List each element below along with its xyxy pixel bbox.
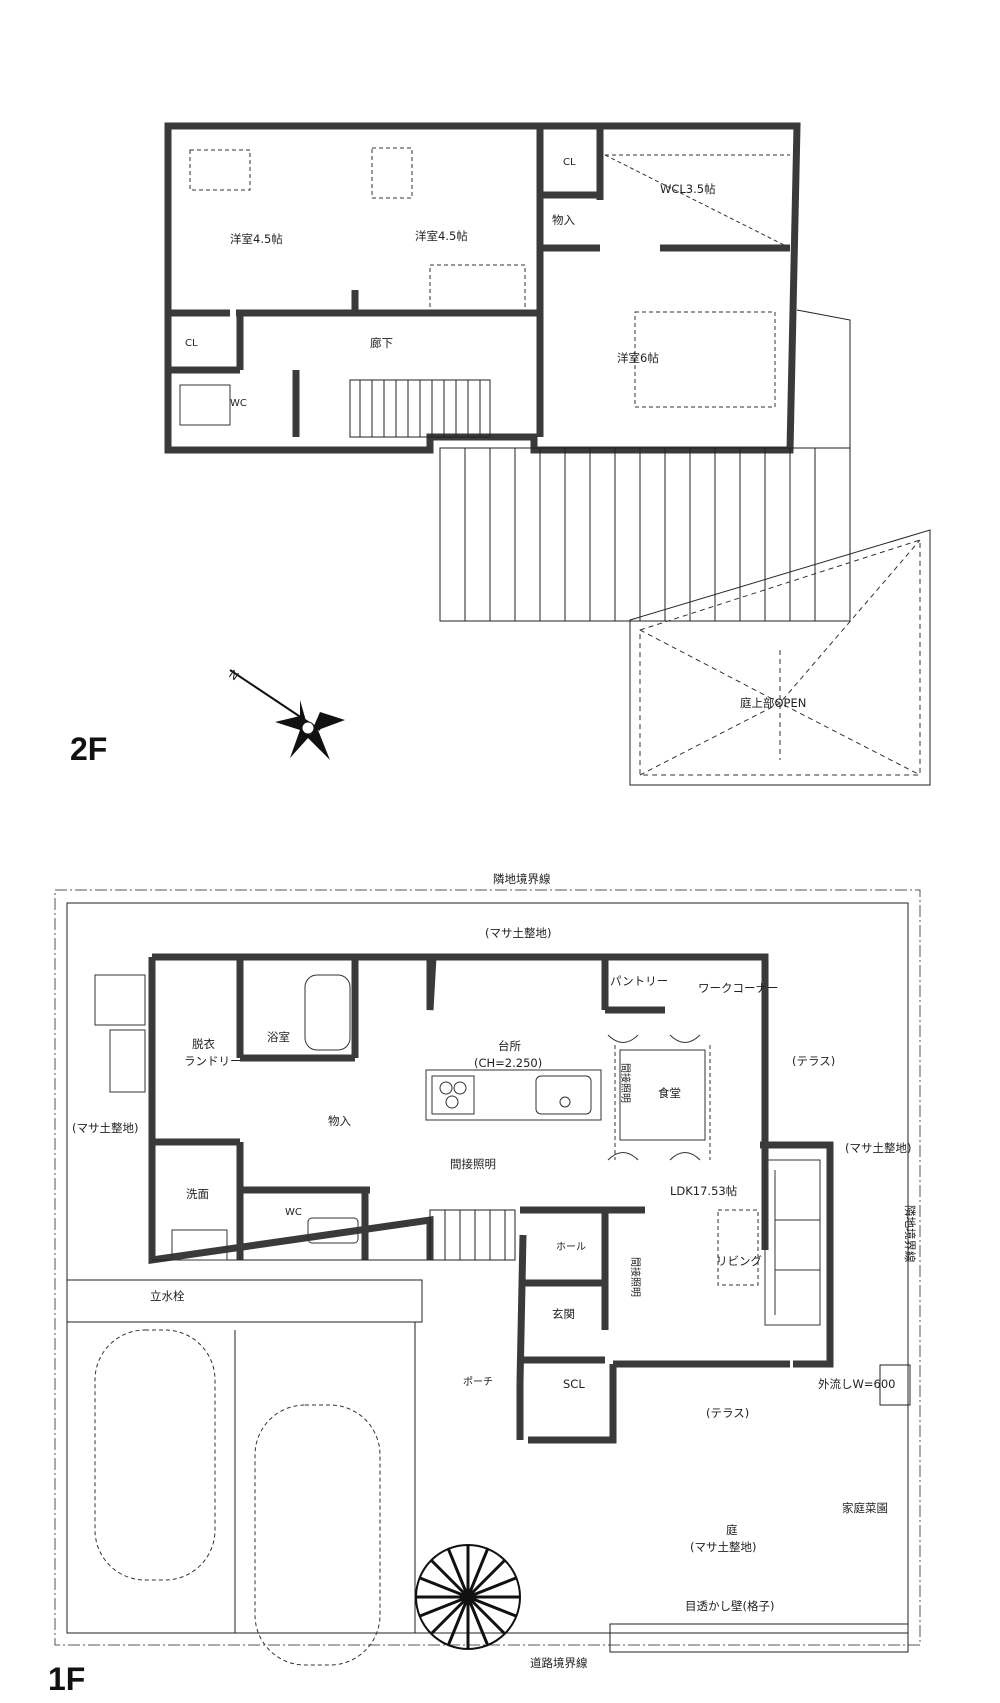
kitchen-counter bbox=[425, 1069, 602, 1121]
1f-wc-bowl bbox=[307, 1217, 359, 1244]
lattice-wall-label: 目透かし壁(格子) bbox=[685, 1599, 774, 1613]
scl-label: SCL bbox=[563, 1377, 585, 1391]
2f-storage-label: 物入 bbox=[552, 213, 575, 227]
first-floor-label: 1F bbox=[48, 1661, 85, 1697]
first-floor-plan: 隣地境界線 隣地境界線 道路境界線 (マサ土整地) (マサ土整地) (マサ土整地… bbox=[48, 872, 921, 1697]
kitchen-label: 台所 bbox=[498, 1039, 521, 1053]
laundry-label: ランドリー bbox=[184, 1054, 242, 1068]
bath-label: 浴室 bbox=[267, 1030, 290, 1044]
garden-soil-label: (マサ土整地) bbox=[690, 1540, 756, 1554]
second-floor-plan: N 洋室4.5帖 洋室4.5帖 WCL3.5帖 物入 CL CL 廊下 洋室6帖… bbox=[70, 122, 931, 786]
porch-label: ポーチ bbox=[463, 1376, 493, 1388]
entrance-label: 玄関 bbox=[552, 1307, 575, 1321]
neighbor-boundary-right-label: 隣地境界線 bbox=[903, 1205, 917, 1263]
2f-bed-center bbox=[371, 147, 413, 199]
2f-interior-wall bbox=[168, 126, 790, 437]
2f-wcl-label: WCL3.5帖 bbox=[660, 182, 716, 196]
outdoor-sink-label: 外流しW=600 bbox=[818, 1377, 895, 1391]
2f-desk bbox=[429, 264, 526, 311]
1f-wc-label: WC bbox=[285, 1207, 302, 1218]
1f-storage-label: 物入 bbox=[328, 1114, 351, 1128]
indirect-light-hall-label: 間接照明 bbox=[629, 1257, 642, 1297]
hall-label: ホール bbox=[556, 1241, 586, 1253]
laundry-shelf-2 bbox=[109, 1029, 146, 1093]
terrace-east-label: (テラス) bbox=[792, 1054, 835, 1068]
terrace-south-label: (テラス) bbox=[706, 1406, 749, 1420]
2f-outer-wall bbox=[164, 122, 801, 454]
neighbor-boundary-top-label: 隣地境界線 bbox=[493, 872, 551, 886]
parking-area bbox=[66, 1279, 423, 1666]
washroom-basin bbox=[171, 1229, 228, 1261]
2f-bedroom-east-label: 洋室6帖 bbox=[617, 351, 659, 365]
indirect-light-dining-label: 間接照明 bbox=[619, 1063, 632, 1103]
soil-right-label: (マサ土整地) bbox=[845, 1141, 911, 1155]
site-inner-boundary bbox=[66, 902, 909, 1634]
dining-set bbox=[607, 1034, 711, 1161]
2f-bedroom-west-label: 洋室4.5帖 bbox=[230, 232, 283, 246]
1f-stairs bbox=[429, 1209, 516, 1261]
vegetable-garden-label: 家庭菜園 bbox=[842, 1501, 888, 1515]
indirect-light-kitchen-label: 間接照明 bbox=[450, 1157, 496, 1171]
2f-wc-bowl bbox=[179, 384, 231, 426]
road-boundary-label: 道路境界線 bbox=[530, 1656, 588, 1670]
2f-bed-west bbox=[189, 149, 251, 191]
2f-closet-top-label: CL bbox=[563, 157, 576, 168]
balcony-deck bbox=[439, 309, 851, 622]
work-corner-label: ワークコーナー bbox=[698, 981, 779, 995]
car-outline-right bbox=[254, 1404, 381, 1666]
car-outline-left bbox=[94, 1329, 216, 1581]
outdoor-sink bbox=[879, 1364, 911, 1406]
living-label: リビング bbox=[716, 1254, 762, 1268]
soil-top-label: (マサ土整地) bbox=[485, 926, 551, 940]
2f-bed-east bbox=[634, 311, 776, 408]
bathtub bbox=[304, 974, 351, 1051]
2f-stairs bbox=[349, 379, 491, 438]
pantry-label: パントリー bbox=[610, 974, 668, 988]
2f-corridor-label: 廊下 bbox=[370, 336, 393, 350]
laundry-shelf-1 bbox=[94, 974, 146, 1026]
soil-left-label: (マサ土整地) bbox=[72, 1121, 138, 1135]
lattice-wall bbox=[609, 1623, 909, 1653]
living-sofa bbox=[764, 1159, 821, 1326]
ceiling-height-label: (CH=2.250) bbox=[474, 1056, 542, 1070]
washroom-label: 洗面 bbox=[186, 1187, 209, 1201]
2f-open-above-label: 庭上部OPEN bbox=[740, 696, 806, 710]
dining-label: 食堂 bbox=[658, 1086, 681, 1100]
faucet-post-label: 立水栓 bbox=[150, 1289, 185, 1303]
property-boundary bbox=[54, 889, 921, 1646]
tree-icon bbox=[415, 1544, 521, 1650]
ldk-label: LDK17.53帖 bbox=[670, 1184, 737, 1198]
living-table bbox=[717, 1209, 759, 1286]
garden-label: 庭 bbox=[726, 1523, 738, 1537]
2f-closet-left-label: CL bbox=[185, 338, 198, 349]
compass-icon bbox=[229, 669, 345, 760]
garden-open-above bbox=[629, 529, 931, 786]
2f-wc-label: WC bbox=[230, 398, 247, 409]
dressing-label: 脱衣 bbox=[192, 1037, 215, 1051]
2f-bedroom-center-label: 洋室4.5帖 bbox=[415, 229, 468, 243]
1f-outer-wall bbox=[148, 953, 834, 1444]
second-floor-label: 2F bbox=[70, 731, 107, 767]
